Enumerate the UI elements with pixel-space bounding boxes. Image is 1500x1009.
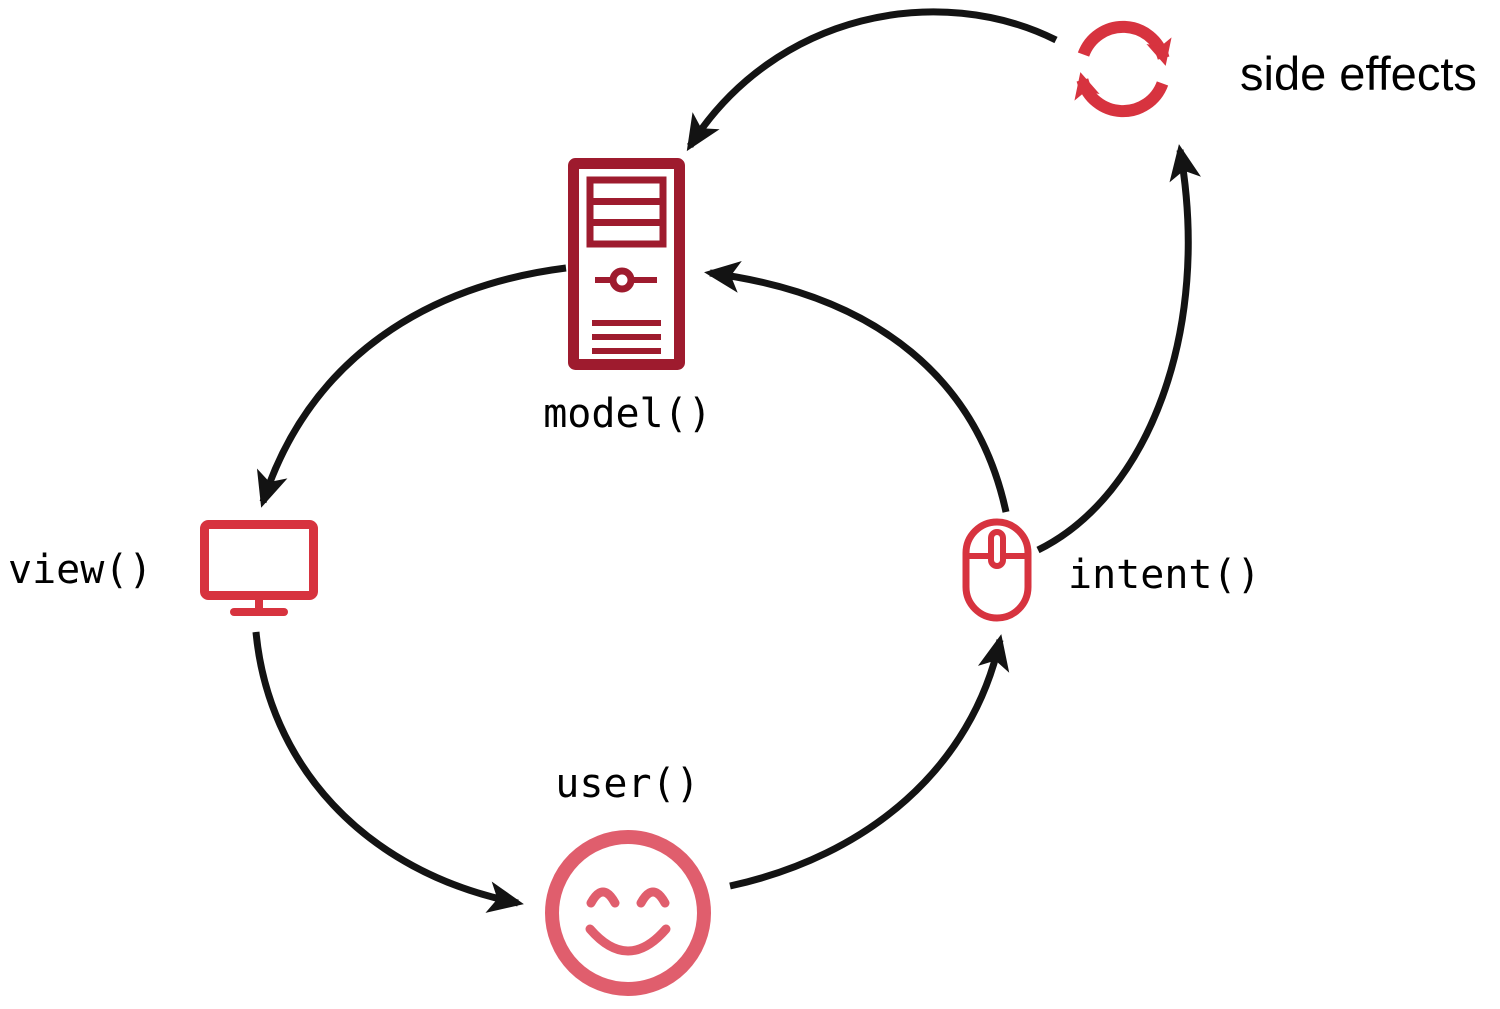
arrow-intent-to-side-effects: [1036, 144, 1201, 554]
server-icon: [568, 158, 685, 370]
monitor-icon: [200, 520, 318, 616]
side-effects-label: side effects: [1240, 47, 1477, 100]
node-view: [200, 520, 318, 620]
arrow-intent-to-model: [704, 260, 1010, 513]
arrow-model-to-view: [256, 264, 567, 508]
mouse-icon: [962, 518, 1032, 622]
node-user: [538, 823, 718, 1003]
node-side-effects: [1052, 8, 1195, 132]
smiley-face-icon: [545, 830, 711, 996]
model-label: model(): [543, 391, 712, 437]
arrow-side-effects-to-model: [686, 8, 1058, 152]
intent-label: intent(): [1068, 552, 1261, 598]
arrow-user-to-intent: [729, 634, 1010, 890]
user-label: user(): [555, 761, 700, 807]
arrow-view-to-user: [252, 631, 524, 913]
node-model: [568, 158, 685, 370]
view-label: view(): [8, 547, 153, 593]
node-intent: [962, 518, 1032, 622]
sync-arrows-icon: [1074, 20, 1172, 118]
